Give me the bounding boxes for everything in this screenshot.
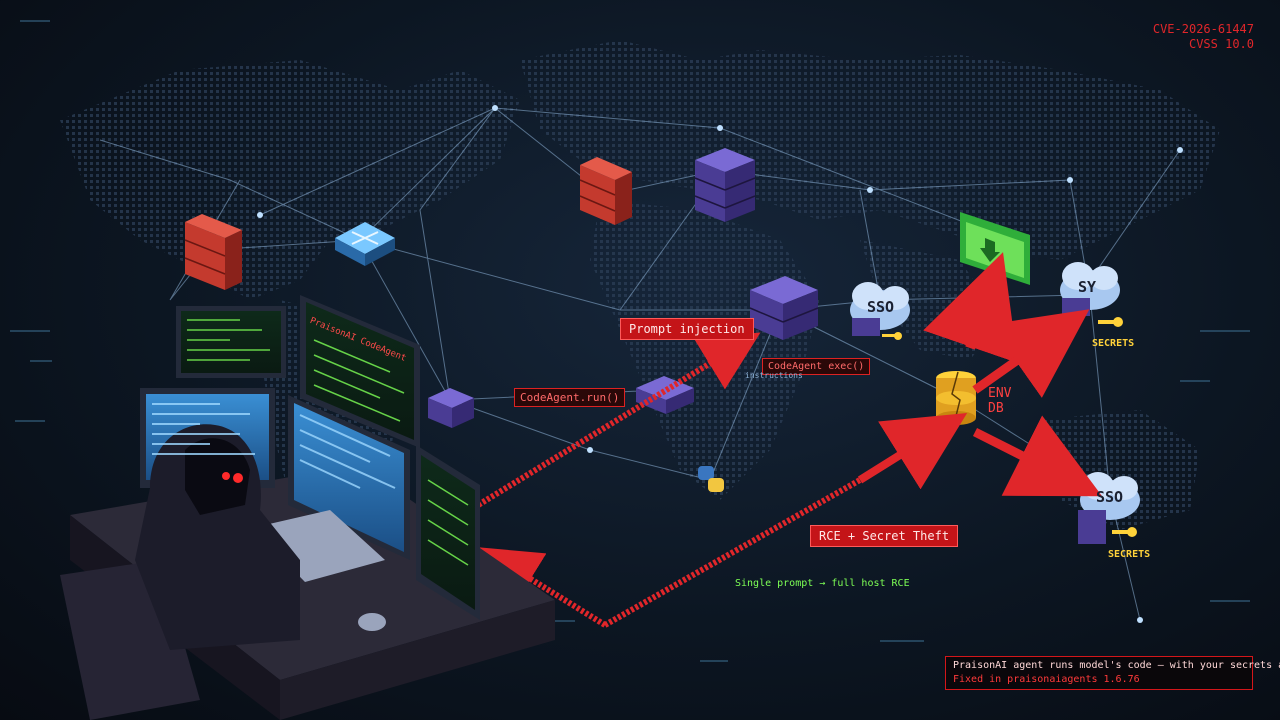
- instructions-caption: instructions: [745, 371, 803, 380]
- network-nodes: [257, 105, 1183, 623]
- prompt-injection-label: Prompt injection: [620, 318, 754, 340]
- summary-box: PraisonAI agent runs model's code — with…: [945, 656, 1280, 690]
- secrets-label-2: SECRETS: [1108, 549, 1151, 560]
- python-icon: [698, 466, 724, 492]
- sso-label-center: SSO: [867, 298, 895, 316]
- sso-label-top-right: SY: [1078, 278, 1097, 296]
- database-icon: [936, 371, 976, 425]
- single-prompt-caption: Single prompt → full host RCE: [735, 578, 910, 589]
- summary-line-1: PraisonAI agent runs model's code — with…: [953, 660, 1280, 671]
- hacker-workstation: [60, 295, 555, 720]
- secrets-label-1: SECRETS: [1092, 338, 1135, 349]
- server-icon-left: [428, 388, 474, 428]
- firewall-icon-top: [579, 157, 632, 225]
- attack-path-arrows: [468, 252, 1103, 628]
- env-db-label: ENV DB: [988, 386, 1012, 416]
- cve-id: CVE-2026-61447: [1152, 22, 1254, 36]
- codeagent-run-label: CodeAgent.run(): [514, 388, 626, 407]
- router-icon: [335, 222, 395, 266]
- sso-cloud-icon-center: [850, 282, 910, 336]
- rce-secret-theft-label: RCE + Secret Theft: [810, 525, 959, 547]
- terminal-code-lines: [187, 319, 469, 566]
- server-icon-center: [749, 276, 819, 340]
- monitor-code-lines: [152, 403, 396, 489]
- key-icons: [882, 317, 1137, 537]
- firewall-icon-left: [184, 214, 242, 290]
- codeagent-exec-label: CodeAgent exec(): [762, 358, 871, 375]
- summary-line-2: Fixed in praisonaiagents 1.6.76: [953, 674, 1140, 685]
- data-streaks: [10, 20, 1250, 662]
- sso-label-bottom-right: SSO: [1096, 488, 1124, 506]
- cvss-score: CVSS 10.0: [1188, 37, 1254, 51]
- server-icon-top: [694, 148, 756, 222]
